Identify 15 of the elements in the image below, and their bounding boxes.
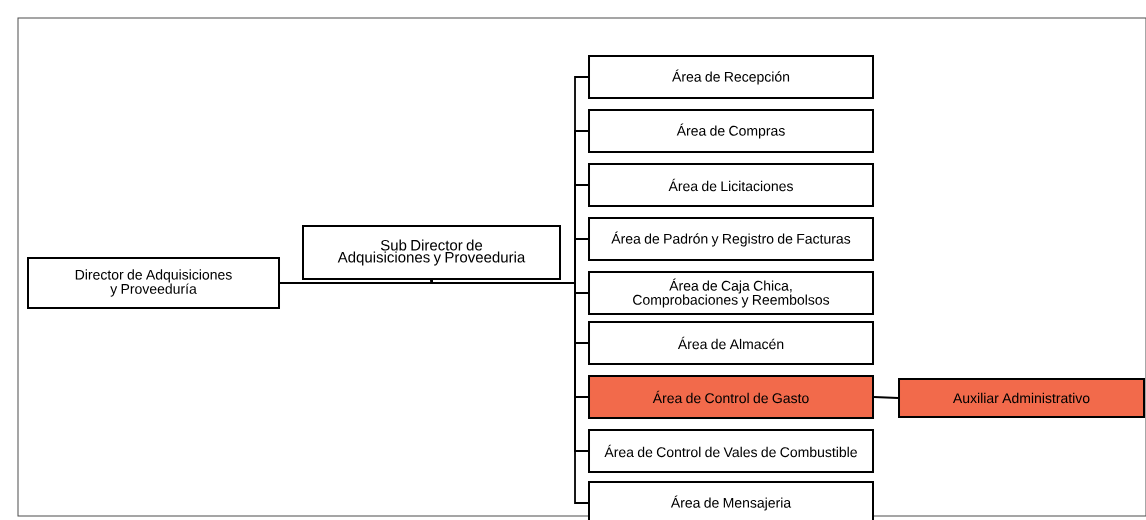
org-box: Área de Caja Chica, Comprobaciones y Reembolsos [588,271,874,315]
org-box: Área de Recepción [588,55,874,99]
org-box: Área de Almacén [588,321,874,365]
org-box: Director de Adquisiciones y Proveeduría [27,257,280,309]
org-box: Área de Mensajeria [588,481,874,520]
connector-line [279,279,434,284]
org-box: Área de Control de Gasto [588,375,874,419]
org-box: Área de Control de Vales de Combustible [588,429,874,473]
org-box: Auxiliar Administrativo [898,378,1145,418]
org-box: Área de Padrón y Registro de Facturas [588,217,874,261]
connector-line [430,279,589,504]
org-box: Área de Compras [588,109,874,153]
connector-line [873,396,899,399]
org-box: Área de Licitaciones [588,163,874,207]
org-box: Sub Director de Adquisiciones y Proveeduria [302,225,561,280]
